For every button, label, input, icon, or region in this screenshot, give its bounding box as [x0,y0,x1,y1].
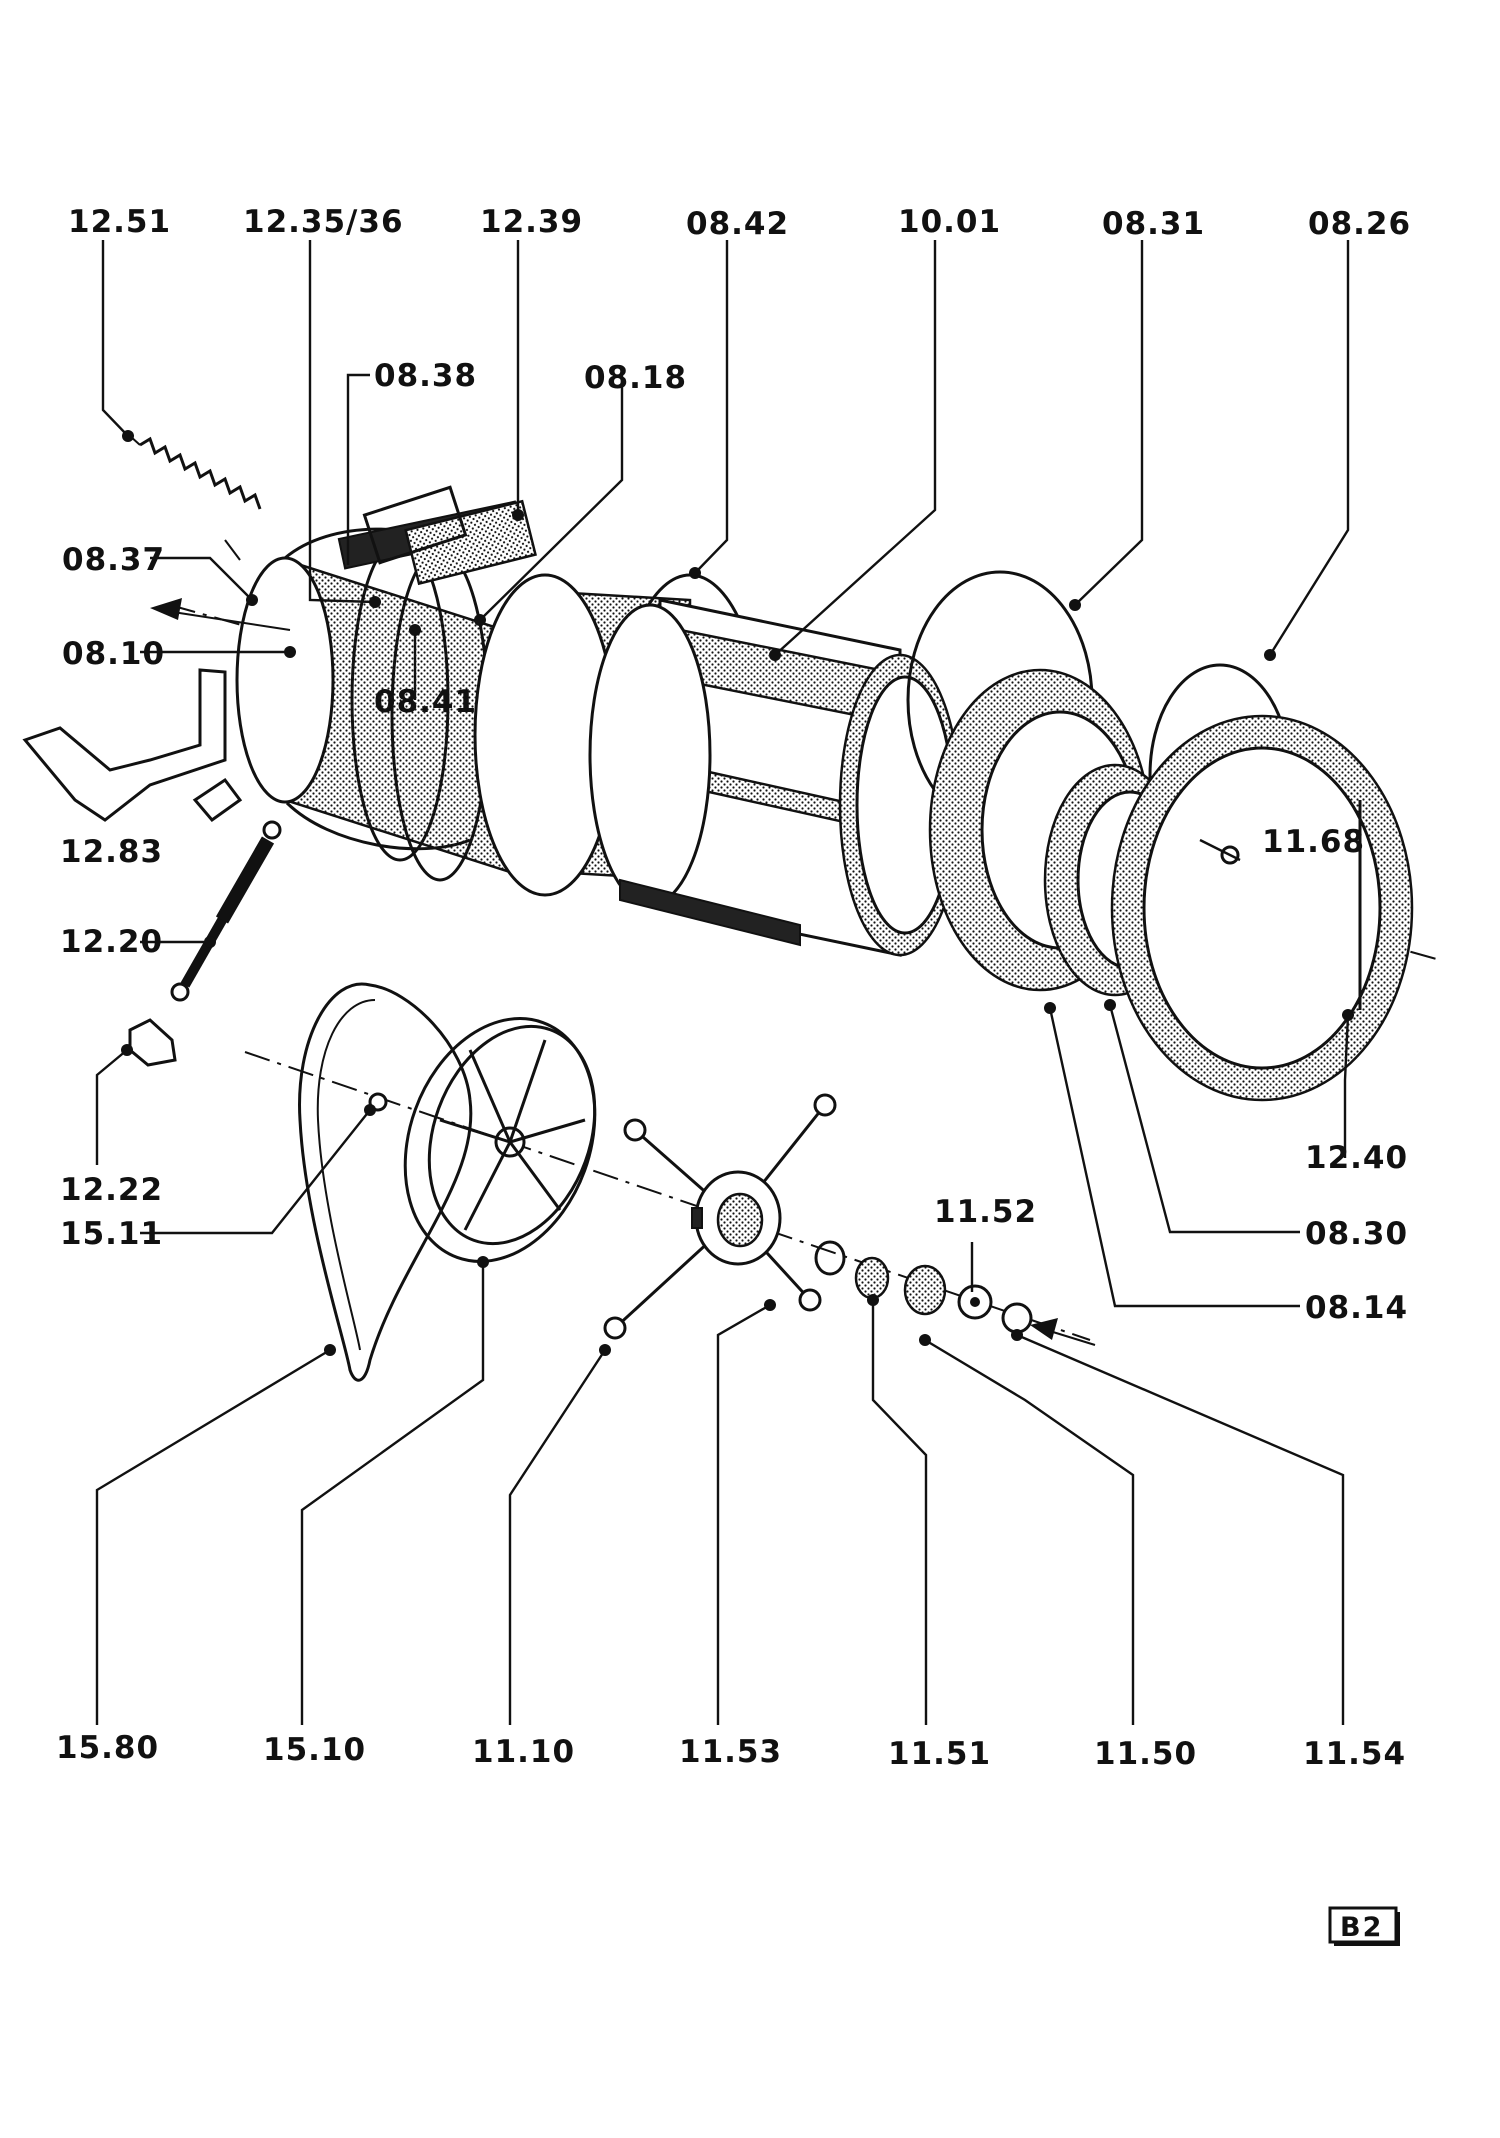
label-10-01: 10.01 [898,204,1001,240]
label-08-31: 08.31 [1102,206,1205,242]
label-08-10: 08.10 [62,636,165,672]
washer-1154 [1001,1302,1033,1334]
inner-drum [588,598,962,957]
label-12-83: 12.83 [60,834,163,870]
label-08-38: 08.38 [374,358,477,394]
label-11-10: 11.10 [472,1734,575,1770]
label-15-11: 15.11 [60,1216,163,1252]
label-08-26: 08.26 [1308,206,1411,242]
page-reference-box: B2 [1328,1906,1400,1946]
bearing-1150 [903,1264,947,1316]
label-12-22: 12.22 [60,1172,163,1208]
outer-tub [235,485,537,882]
absorber-bracket [128,1018,177,1067]
drive-belt [298,982,473,1382]
drum-spider [603,1093,837,1340]
label-15-80: 15.80 [56,1730,159,1766]
label-11-53: 11.53 [679,1734,782,1770]
mounting-bracket [22,668,227,822]
label-08-30: 08.30 [1305,1216,1408,1252]
circlip [814,1240,846,1276]
drum-pulley [403,1017,597,1263]
leader-lines [95,240,1350,1725]
label-08-42: 08.42 [686,206,789,242]
label-08-37: 08.37 [62,542,165,578]
label-12-35-36: 12.35/36 [243,204,404,240]
label-11-51: 11.51 [888,1736,991,1772]
label-12-51: 12.51 [68,204,171,240]
direction-arrow-left [159,609,291,631]
label-11-54: 11.54 [1303,1736,1406,1772]
bearing-1151 [854,1256,890,1300]
label-12-20: 12.20 [60,924,163,960]
label-12-39: 12.39 [480,204,583,240]
label-12-40: 12.40 [1305,1140,1408,1176]
label-11-50: 11.50 [1094,1736,1197,1772]
label-15-10: 15.10 [263,1732,366,1768]
leader-dots [121,430,1354,1356]
label-08-18: 08.18 [584,360,687,396]
label-08-14: 08.14 [1305,1290,1408,1326]
label-11-52: 11.52 [934,1194,1037,1230]
page-reference-label: B2 [1340,1912,1383,1943]
shock-absorber [170,777,282,1002]
label-11-68: 11.68 [1262,824,1365,860]
front-door-ring [1110,714,1414,1102]
label-08-41: 08.41 [374,684,477,720]
